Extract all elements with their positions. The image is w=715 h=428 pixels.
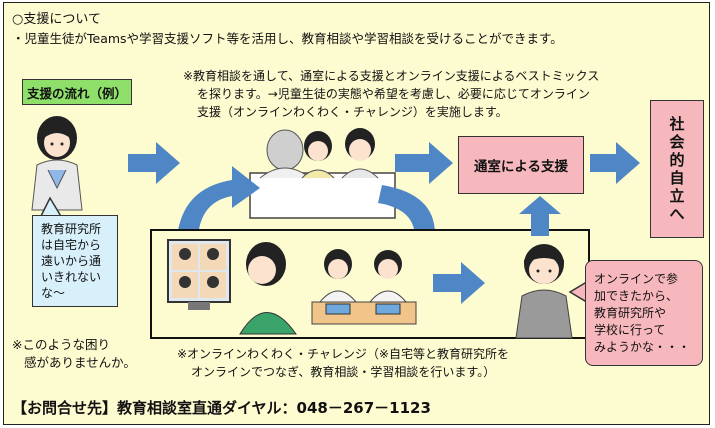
tsushitsu-support-box: 通室による支援 xyxy=(458,136,584,194)
speech-right-line-4: 学校に行って xyxy=(594,322,666,337)
support-intro: ・児童生徒がTeamsや学習支援ソフト等を活用し、教育相談や学習相談を受けること… xyxy=(12,31,563,46)
support-heading: ○支援について xyxy=(12,12,101,27)
speech-box-right: オンラインで参 加できたから、 教育研究所や 学校に行って みようかな・・・ xyxy=(585,260,703,366)
worry-note-line-2: 感がありませんか。 xyxy=(24,355,136,370)
speech-box-left: 教育研究所 は自宅から 遠いから通 いきれない な～ xyxy=(32,215,118,307)
worried-child-illustration xyxy=(31,116,83,211)
online-note-line-2: オンラインでつなぎ、教育相談・学習相談を行います。） xyxy=(191,365,496,379)
speech-left-line-1: 教育研究所 xyxy=(41,222,102,236)
online-note-line-1: ※オンラインわくわく・チャレンジ（※自宅等と教育研究所を xyxy=(177,347,509,361)
contact-line: 【お問合せ先】教育相談室直通ダイヤル：048－267－1123 xyxy=(12,399,431,417)
speech-left-line-4: いきれない xyxy=(41,270,102,284)
goal-char-2: 会 xyxy=(669,133,685,151)
goal-char-1: 社 xyxy=(669,115,685,133)
goal-char-3: 的 xyxy=(669,151,685,169)
speech-right-line-1: オンラインで参 xyxy=(594,271,679,286)
goal-char-4: 自 xyxy=(669,169,685,187)
students-with-tablets-illustration xyxy=(311,249,417,325)
speech-right-line-5: みようかな・・・ xyxy=(594,339,691,354)
speech-right-line-3: 教育研究所や xyxy=(594,305,667,320)
flow-label-text: 支援の流れ（例） xyxy=(26,85,127,101)
note-mix-line-1: ※教育相談を通して、通室による支援とオンライン支援によるベストミックス xyxy=(183,69,600,83)
arrow-right-2 xyxy=(395,142,453,184)
note-mix-line-3: 支援（オンラインわくわく・チャレンジ）を実施します。 xyxy=(197,105,508,119)
video-call-illustration xyxy=(167,239,297,335)
tsushitsu-support-label: 通室による支援 xyxy=(473,159,569,175)
speech-right-line-2: 加できたから、 xyxy=(594,288,679,303)
speech-left-line-3: 遠いから通 xyxy=(41,254,102,268)
worry-note-line-1: ※このような困り xyxy=(12,337,110,352)
goal-char-5: 立 xyxy=(669,187,685,205)
arrow-up xyxy=(519,196,561,236)
social-independence-box: 社 会 的 自 立 へ xyxy=(650,100,704,238)
speech-left-line-2: は自宅から xyxy=(41,238,102,252)
arrow-right-4 xyxy=(433,262,485,304)
speech-left-line-5: な～ xyxy=(41,286,66,300)
curved-arrow-up xyxy=(177,166,260,238)
goal-char-6: へ xyxy=(669,205,685,223)
note-mix-line-2: を探ります。→児童生徒の実態や希望を考慮し、必要に応じてオンライン xyxy=(197,87,590,101)
flow-label: 支援の流れ（例） xyxy=(22,79,132,105)
arrow-right-1 xyxy=(128,142,180,184)
thinking-child-illustration xyxy=(515,244,573,339)
arrow-right-3 xyxy=(590,142,640,184)
counseling-scene-illustration xyxy=(249,128,396,219)
